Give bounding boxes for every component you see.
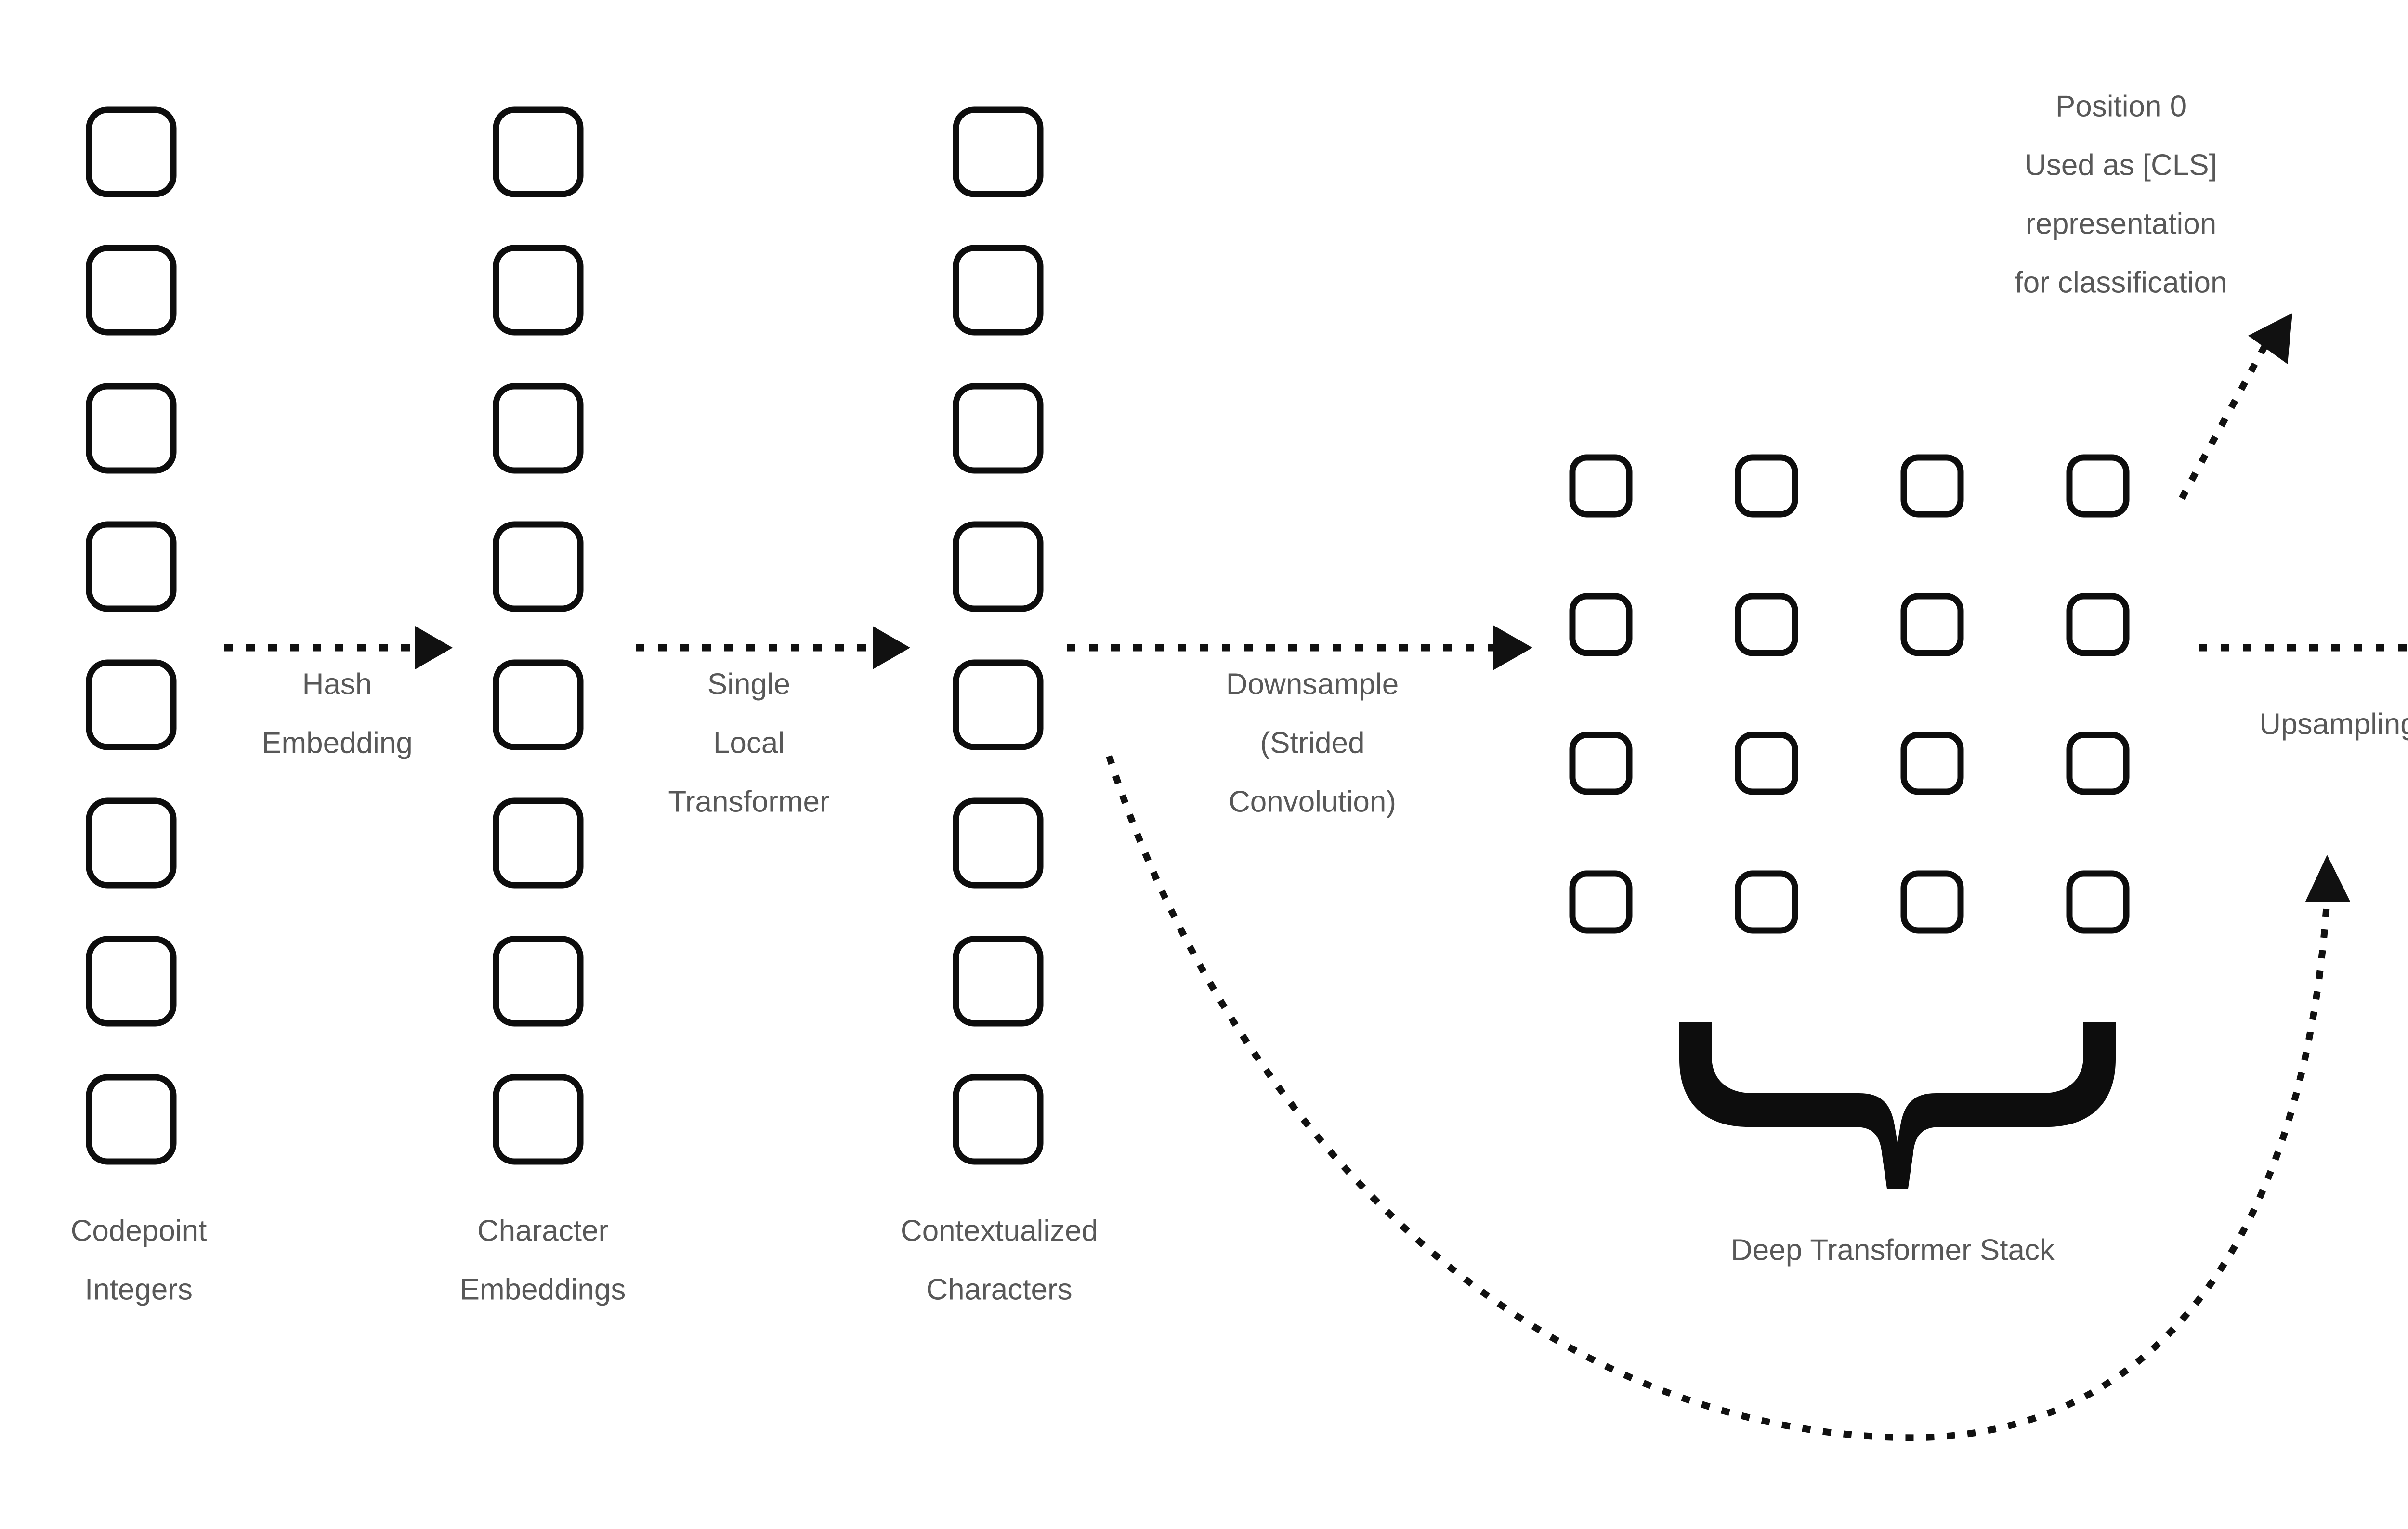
cell-box bbox=[86, 1074, 177, 1165]
grid-cell-box bbox=[2066, 870, 2130, 934]
annotation-line-3: representation bbox=[2026, 207, 2216, 240]
grid-cell-box bbox=[2066, 732, 2130, 795]
cell-box bbox=[493, 659, 584, 750]
cell-box bbox=[953, 1074, 1044, 1165]
arrow-curve-line bbox=[1106, 755, 2330, 1441]
arrow-head-icon bbox=[2248, 313, 2292, 364]
arrow-downsample: Downsample (Strided Convolution) bbox=[1067, 625, 1532, 818]
cell-box bbox=[86, 521, 177, 612]
arrow-label-single-local-transformer-line1: Single bbox=[707, 667, 790, 701]
arrow-label-single-local-transformer-line2: Local bbox=[713, 726, 785, 759]
grid-cell-box bbox=[1900, 870, 1964, 934]
column-contextualized-characters: Contextualized Characters bbox=[901, 106, 1098, 1306]
arrow-head-icon bbox=[415, 626, 453, 669]
column-label-codepoint-integers-line2: Integers bbox=[85, 1273, 193, 1306]
grid-cell-box bbox=[1735, 454, 1798, 518]
cell-box bbox=[86, 659, 177, 750]
cell-box bbox=[953, 659, 1044, 750]
arrow-residual-curve bbox=[1106, 755, 2350, 1441]
grid-cell-box bbox=[1900, 593, 1964, 656]
cell-box bbox=[493, 1074, 584, 1165]
deep-transformer-stack-grid bbox=[1569, 454, 2130, 934]
column-label-contextualized-characters-line1: Contextualized bbox=[901, 1214, 1098, 1247]
cell-box bbox=[953, 936, 1044, 1027]
column-label-character-embeddings-line1: Character bbox=[477, 1214, 608, 1247]
cell-box bbox=[953, 106, 1044, 197]
arrow-label-downsample-line2: (Strided bbox=[1260, 726, 1364, 759]
arrow-label-downsample-line3: Convolution) bbox=[1229, 785, 1396, 818]
arrow-label-upsampling: Upsampling bbox=[2259, 707, 2408, 741]
grid-cell-box bbox=[1569, 870, 1633, 934]
arrow-label-hash-embedding-line2: Embedding bbox=[262, 726, 413, 759]
grid-cell-box bbox=[1569, 593, 1633, 656]
deep-transformer-stack-label: Deep Transformer Stack bbox=[1731, 1233, 2055, 1267]
column-codepoint-integers: Codepoint Integers bbox=[71, 106, 207, 1306]
cell-box bbox=[493, 383, 584, 474]
annotation-line-1: Position 0 bbox=[2055, 90, 2186, 123]
grid-cell-box bbox=[1900, 732, 1964, 795]
column-character-embeddings: Character Embeddings bbox=[460, 106, 626, 1306]
arrow-cls-pointer bbox=[2178, 313, 2292, 500]
grid-cell-box bbox=[1569, 732, 1633, 795]
arrow-head-icon bbox=[873, 626, 910, 669]
cell-box bbox=[953, 245, 1044, 336]
cell-box bbox=[953, 521, 1044, 612]
cell-box bbox=[86, 106, 177, 197]
cell-box bbox=[86, 797, 177, 889]
arrow-single-local-transformer: Single Local Transformer bbox=[636, 626, 910, 818]
cell-box bbox=[493, 797, 584, 889]
annotation-position-zero-cls: Position 0 Used as [CLS] representation … bbox=[2015, 90, 2227, 299]
grid-cell-box bbox=[1900, 454, 1964, 518]
grid-cell-box bbox=[1735, 732, 1798, 795]
column-label-codepoint-integers-line1: Codepoint bbox=[71, 1214, 207, 1247]
cell-box bbox=[493, 521, 584, 612]
grid-cell-box bbox=[1735, 593, 1798, 656]
grid-cell-box bbox=[1569, 454, 1633, 518]
column-label-character-embeddings-line2: Embeddings bbox=[460, 1273, 626, 1306]
column-label-contextualized-characters-line2: Characters bbox=[926, 1273, 1072, 1306]
grid-cell-box bbox=[2066, 454, 2130, 518]
cell-box bbox=[953, 797, 1044, 889]
grid-cell-box bbox=[1735, 870, 1798, 934]
cell-box bbox=[86, 245, 177, 336]
annotation-line-2: Used as [CLS] bbox=[2025, 148, 2217, 182]
arrow-label-downsample-line1: Downsample bbox=[1226, 667, 1399, 701]
arrow-head-icon bbox=[1493, 625, 1532, 670]
cell-box bbox=[86, 936, 177, 1027]
arrow-line bbox=[2178, 334, 2274, 500]
cell-box bbox=[953, 383, 1044, 474]
grid-cell-box bbox=[2066, 593, 2130, 656]
arrow-hash-embedding: Hash Embedding bbox=[224, 626, 453, 759]
cell-box bbox=[86, 383, 177, 474]
arrow-label-single-local-transformer-line3: Transformer bbox=[668, 785, 829, 818]
annotation-line-4: for classification bbox=[2015, 266, 2227, 299]
cell-box bbox=[493, 936, 584, 1027]
arrow-label-hash-embedding-line1: Hash bbox=[302, 667, 372, 701]
cell-box bbox=[493, 245, 584, 336]
curly-brace-icon bbox=[1679, 1022, 2116, 1189]
arrow-head-icon bbox=[2305, 855, 2350, 902]
arrow-upsampling: Upsampling bbox=[2199, 644, 2408, 741]
cell-box bbox=[493, 106, 584, 197]
